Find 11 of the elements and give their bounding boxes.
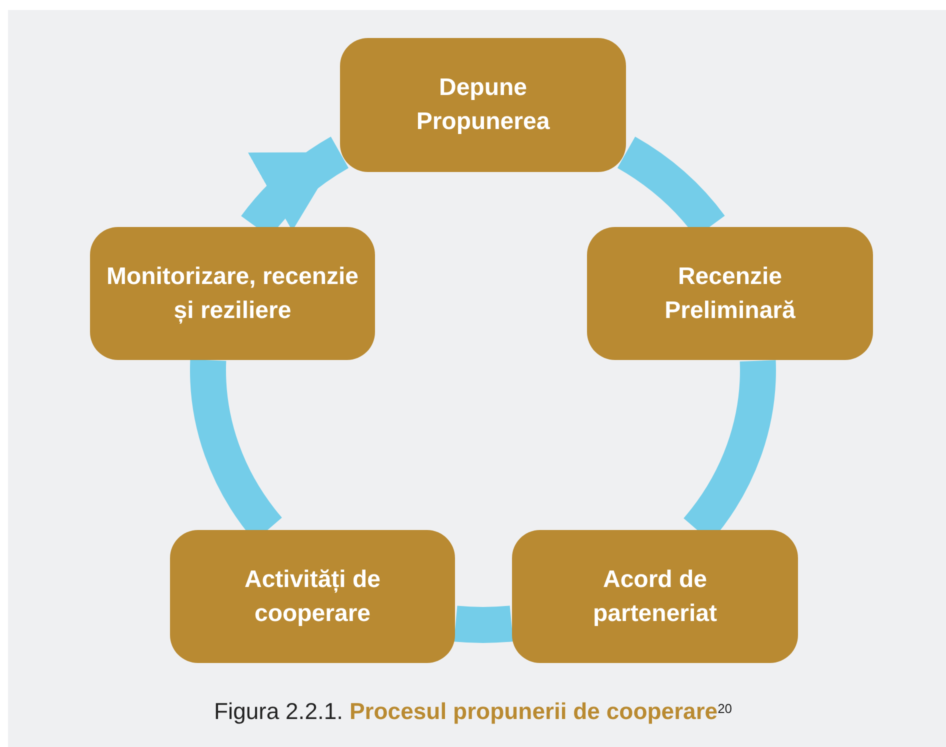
figure-caption: Figura 2.2.1. Procesul propunerii de cooperare$^{20}$ [214, 697, 732, 726]
step-label: Activități de cooperare [243, 564, 382, 628]
process-box [170, 530, 455, 663]
process-box [512, 530, 798, 663]
step-label: Acord de parteneriat [592, 564, 718, 628]
step-label: Recenzie Preliminară [664, 262, 796, 326]
process-box [90, 227, 375, 360]
step-label: Monitorizare, recenzie și reziliere [106, 262, 359, 326]
process-box [340, 38, 626, 172]
process-box [587, 227, 873, 360]
step-label: Depune Propunerea [415, 73, 551, 137]
